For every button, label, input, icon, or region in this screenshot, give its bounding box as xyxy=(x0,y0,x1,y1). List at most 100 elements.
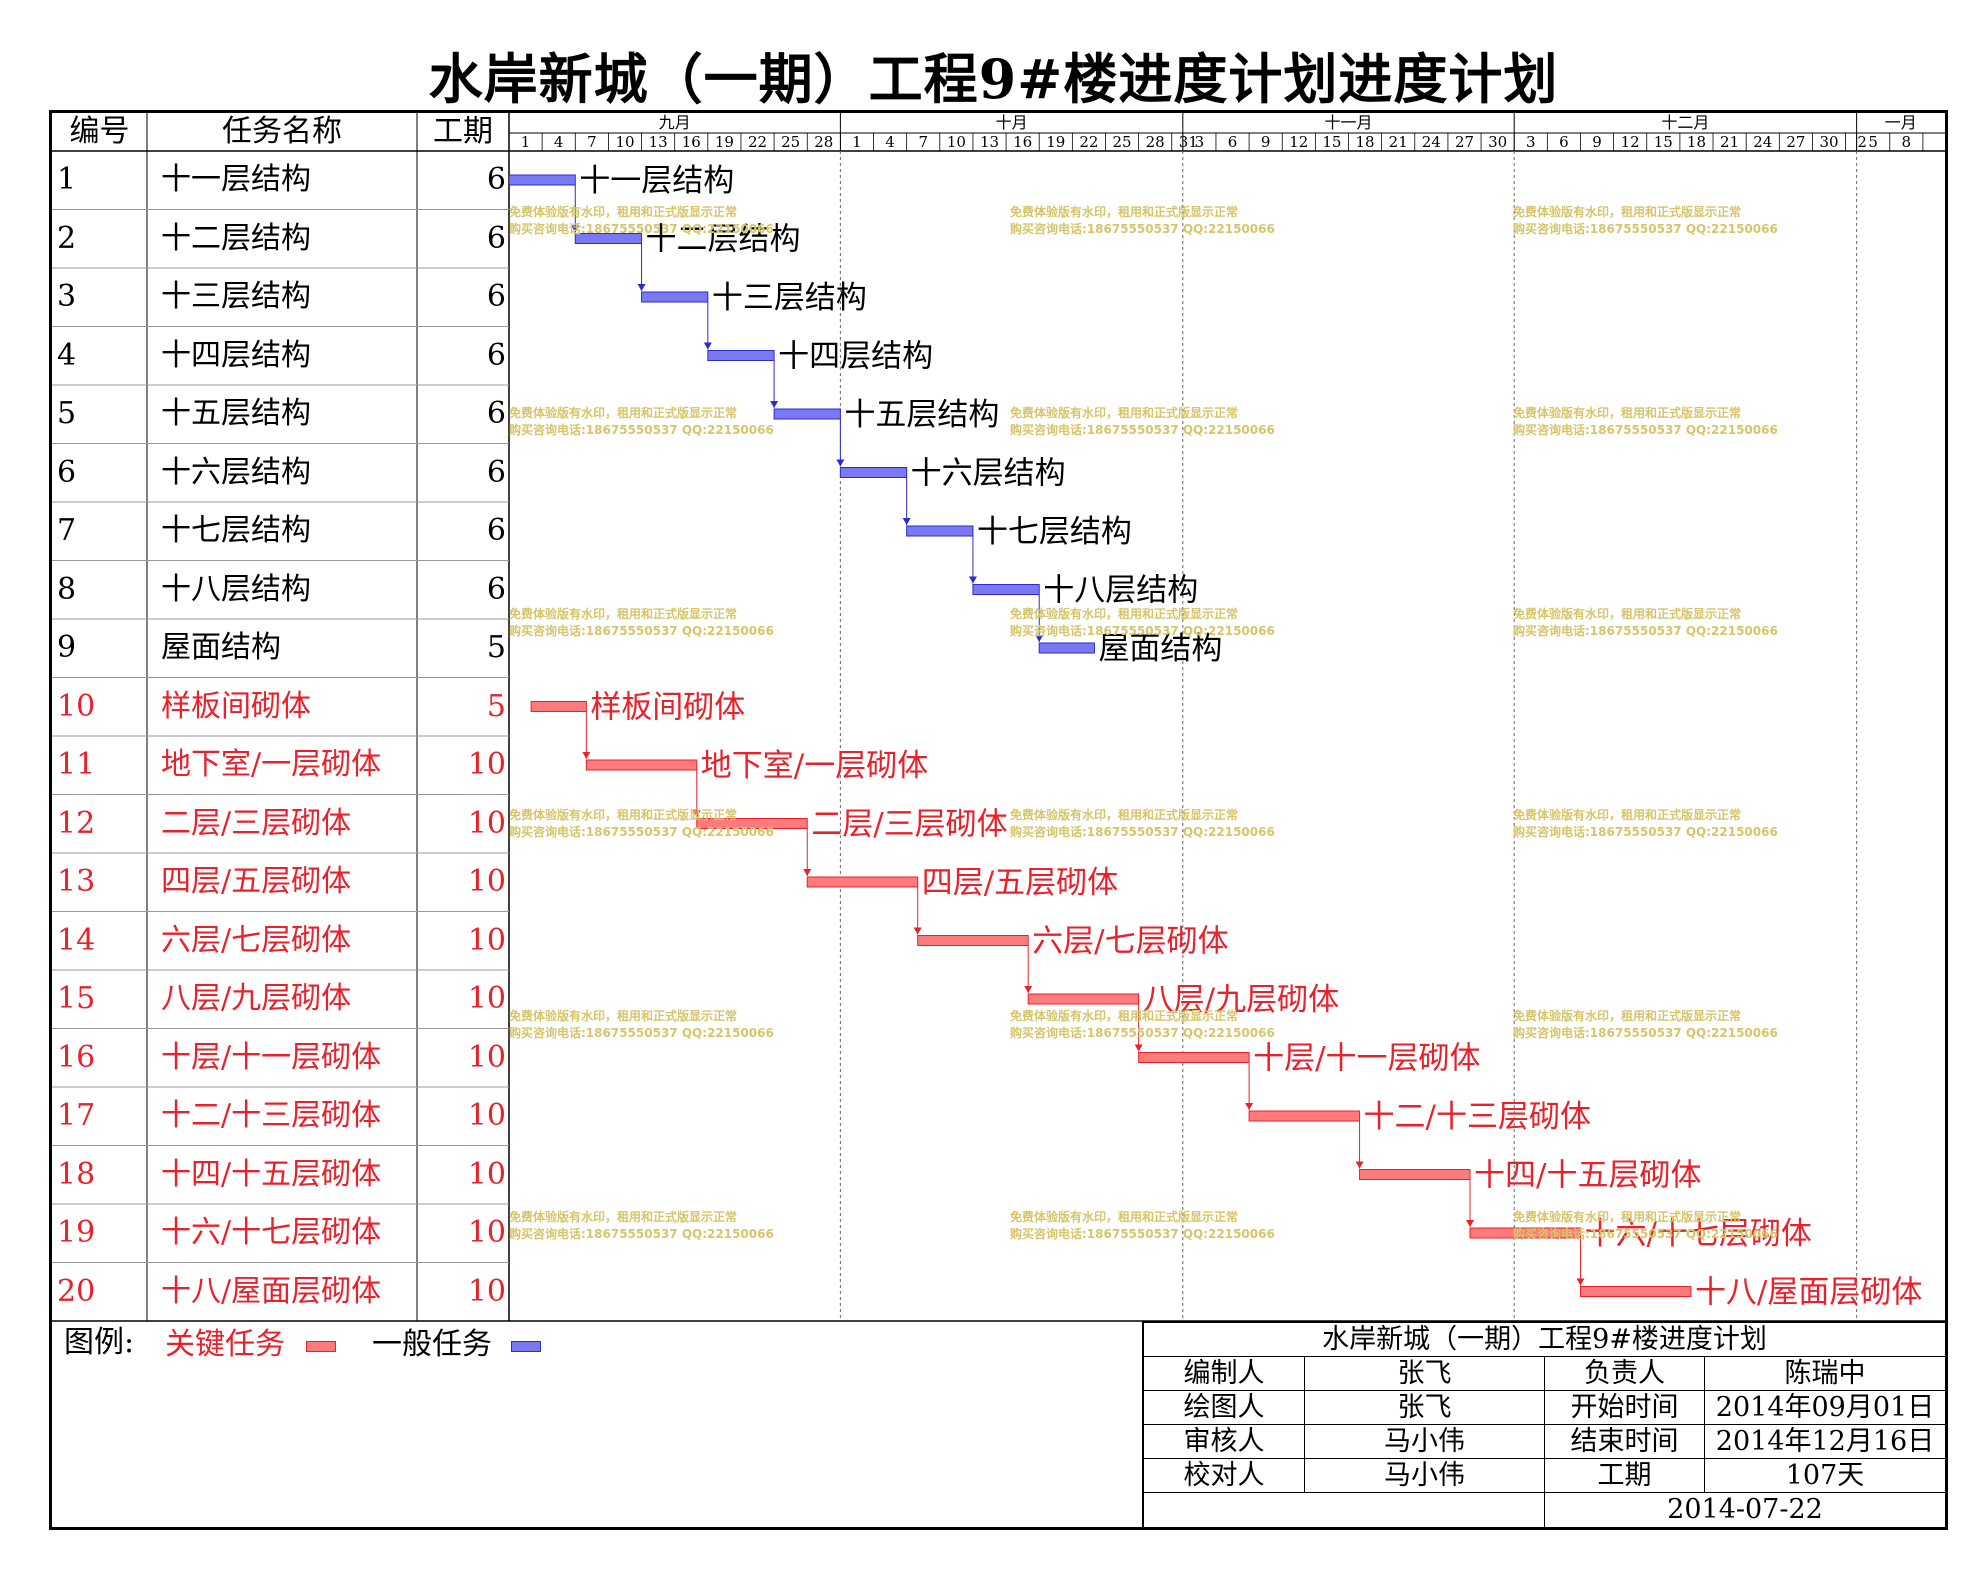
watermark: 免费体验版有水印，租用和正式版显示正常购买咨询电话:18675550537 QQ… xyxy=(1010,807,1275,841)
watermark-line: 免费体验版有水印，租用和正式版显示正常 xyxy=(509,1210,738,1224)
title-block-value: 2014年09月01日 xyxy=(1704,1391,1945,1425)
title-block-label: 工期 xyxy=(1544,1459,1704,1493)
task-id: 8 xyxy=(57,571,77,607)
watermark: 免费体验版有水印，租用和正式版显示正常购买咨询电话:18675550537 QQ… xyxy=(509,1209,774,1243)
task-duration: 6 xyxy=(486,571,506,607)
watermark-line: 购买咨询电话:18675550537 QQ:22150066 xyxy=(1010,1026,1275,1040)
day-tick-label: 7 xyxy=(587,133,597,151)
title-block-value: 马小伟 xyxy=(1304,1459,1544,1493)
task-id: 18 xyxy=(57,1156,96,1192)
task-duration: 5 xyxy=(486,688,506,724)
watermark-line: 免费体验版有水印，租用和正式版显示正常 xyxy=(1010,1210,1239,1224)
task-duration: 10 xyxy=(467,1273,506,1309)
gantt-bar-label: 十三层结构 xyxy=(712,280,867,316)
legend-normal-swatch xyxy=(511,1341,541,1352)
task-id: 5 xyxy=(57,396,77,431)
day-tick-label: 28 xyxy=(1145,133,1165,151)
gantt-bar-label: 八层/九层砌体 xyxy=(1143,982,1339,1018)
title-block-value: 陈瑞中 xyxy=(1704,1357,1945,1391)
day-tick-label: 16 xyxy=(1013,133,1033,151)
gantt-bar-label: 地下室/一层砌体 xyxy=(701,748,928,784)
title-block-date: 2014-07-22 xyxy=(1544,1493,1945,1527)
gantt-bar-label: 十六层结构 xyxy=(911,456,1066,492)
day-tick-label: 15 xyxy=(1322,133,1342,151)
day-tick-label: 27 xyxy=(1454,133,1475,151)
task-id: 7 xyxy=(57,513,77,548)
day-tick-label: 25 xyxy=(1112,133,1132,151)
gantt-bar-label: 十二层结构 xyxy=(646,222,801,258)
gantt-bar xyxy=(1359,1169,1471,1180)
watermark: 免费体验版有水印，租用和正式版显示正常购买咨询电话:18675550537 QQ… xyxy=(509,807,774,841)
task-name: 十二层结构 xyxy=(161,220,311,256)
watermark-line: 免费体验版有水印，租用和正式版显示正常 xyxy=(1513,808,1742,822)
gantt-bar-label: 二层/三层砌体 xyxy=(811,807,1007,843)
day-tick-label: 18 xyxy=(1686,133,1706,151)
task-name: 十二/十三层砌体 xyxy=(161,1098,382,1133)
watermark: 免费体验版有水印，租用和正式版显示正常购买咨询电话:18675550537 QQ… xyxy=(1513,606,1778,640)
day-tick-label: 8 xyxy=(1901,133,1912,151)
day-tick-label: 19 xyxy=(1046,133,1066,151)
title-block-label: 校对人 xyxy=(1144,1459,1304,1493)
watermark-line: 免费体验版有水印，租用和正式版显示正常 xyxy=(1513,1009,1742,1023)
gantt-bar xyxy=(1469,1227,1581,1239)
task-duration: 10 xyxy=(467,1215,506,1250)
title-block-label: 编制人 xyxy=(1144,1357,1304,1391)
watermark-line: 购买咨询电话:18675550537 QQ:22150066 xyxy=(1010,624,1275,638)
watermark-line: 免费体验版有水印，租用和正式版显示正常 xyxy=(1513,205,1742,219)
gantt-bar xyxy=(806,876,919,888)
gantt-bar-label: 十层/十一层砌体 xyxy=(1253,1041,1480,1077)
gantt-bar xyxy=(585,759,698,771)
legend-label: 图例: xyxy=(64,1325,135,1360)
gantt-bar-label: 十四/十五层砌体 xyxy=(1474,1158,1701,1194)
task-id: 12 xyxy=(57,805,96,841)
month-label: 十一月 xyxy=(1324,113,1373,132)
gantt-bar-label: 十一层结构 xyxy=(579,163,734,199)
day-tick-label: 30 xyxy=(1488,133,1508,151)
header-id: 编号 xyxy=(69,114,130,149)
day-tick-label: 24 xyxy=(1421,133,1441,151)
day-tick-label: 31 xyxy=(1178,133,1198,151)
gantt-bar-label: 屋面结构 xyxy=(1098,631,1222,667)
task-id: 19 xyxy=(57,1215,96,1250)
watermark-line: 免费体验版有水印，租用和正式版显示正常 xyxy=(1010,808,1239,822)
title-block-project: 水岸新城（一期）工程9#楼进度计划 xyxy=(1144,1323,1945,1357)
schedule-grid xyxy=(52,113,1945,1322)
day-tick-label: 28 xyxy=(814,133,834,151)
task-id: 10 xyxy=(57,688,96,724)
title-block-label: 审核人 xyxy=(1144,1425,1304,1459)
watermark-line: 购买咨询电话:18675550537 QQ:22150066 xyxy=(1010,825,1275,839)
gantt-bar xyxy=(839,467,908,478)
watermark: 免费体验版有水印，租用和正式版显示正常购买咨询电话:18675550537 QQ… xyxy=(1513,1209,1778,1243)
task-duration: 6 xyxy=(486,162,506,197)
task-name: 十七层结构 xyxy=(161,513,311,548)
day-tick-label: 4 xyxy=(885,133,895,151)
task-duration: 10 xyxy=(467,864,506,899)
watermark-line: 免费体验版有水印，租用和正式版显示正常 xyxy=(1010,406,1239,420)
day-tick-label: 6 xyxy=(1227,133,1238,151)
watermark-line: 购买咨询电话:18675550537 QQ:22150066 xyxy=(1513,423,1778,437)
task-duration: 10 xyxy=(467,922,506,958)
task-duration: 6 xyxy=(486,513,506,548)
title-block-label: 负责人 xyxy=(1544,1357,1704,1391)
gantt-bar xyxy=(696,818,808,829)
title-block-label: 开始时间 xyxy=(1544,1391,1704,1425)
day-tick-label: 10 xyxy=(946,133,966,151)
month-label: 十月 xyxy=(995,113,1028,132)
gantt-bar xyxy=(1038,642,1095,654)
day-tick-label: 6 xyxy=(1559,133,1569,151)
watermark-line: 免费体验版有水印，租用和正式版显示正常 xyxy=(1513,1210,1742,1224)
header-task-name: 任务名称 xyxy=(222,114,342,149)
watermark-line: 购买咨询电话:18675550537 QQ:22150066 xyxy=(1513,1026,1778,1040)
day-tick-label: 15 xyxy=(1653,133,1673,151)
watermark-line: 免费体验版有水印，租用和正式版显示正常 xyxy=(509,406,738,420)
watermark: 免费体验版有水印，租用和正式版显示正常购买咨询电话:18675550537 QQ… xyxy=(1513,1008,1778,1042)
